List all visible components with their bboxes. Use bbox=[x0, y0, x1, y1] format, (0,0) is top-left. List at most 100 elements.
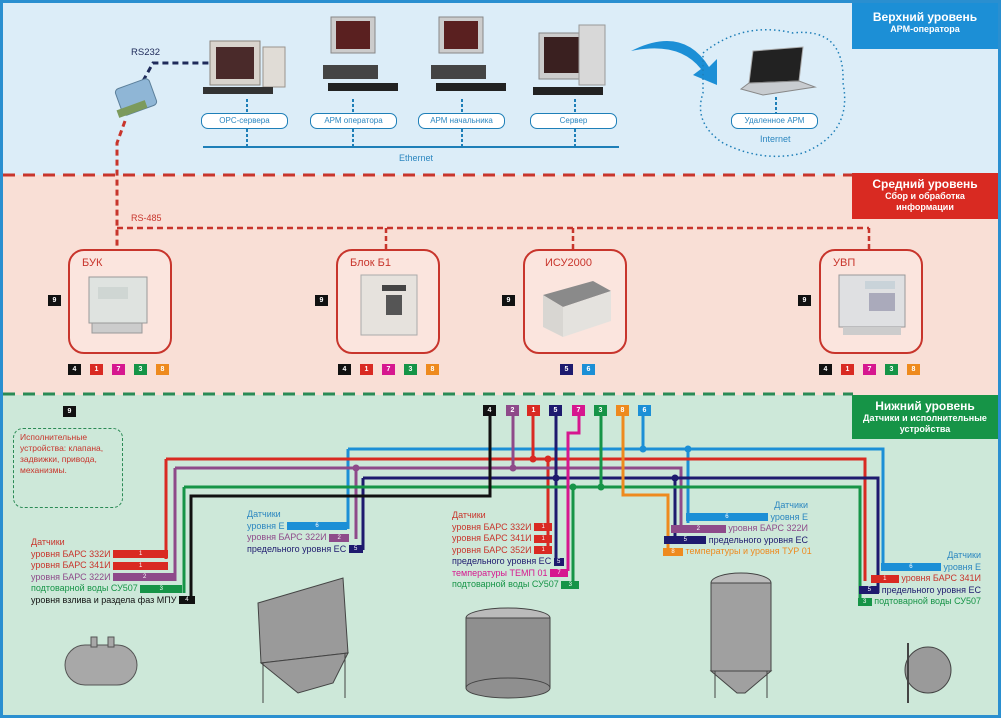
b1-input-badge: 9 bbox=[315, 295, 328, 306]
sensor-code-badge: 5 bbox=[859, 586, 880, 595]
sensor-row: уровня БАРС 322И 2 bbox=[247, 532, 363, 544]
internet-arrow-icon bbox=[631, 41, 717, 85]
bus-badge-5: 5 bbox=[549, 405, 562, 416]
sensor-group-2: Датчики уровня Е 6 уровня БАРС 322И 2 пр… bbox=[247, 509, 363, 555]
sensor-code-badge: 4 bbox=[178, 596, 195, 605]
sensor-row: 6 уровня Е bbox=[853, 562, 981, 574]
rs232-label: RS232 bbox=[131, 47, 161, 58]
sensor-row: 1 уровня БАРС 341И bbox=[853, 573, 981, 585]
device-isu2000-name: ИСУ2000 bbox=[545, 257, 592, 269]
wire-1 bbox=[164, 414, 867, 581]
wire-junctions bbox=[352, 445, 692, 491]
sensor-row: 2 уровня БАРС 322И bbox=[663, 523, 808, 535]
converter-icon bbox=[114, 78, 158, 118]
sensor-code-badge: 1 bbox=[534, 523, 553, 532]
sensor-code-badge: 6 bbox=[880, 563, 941, 572]
sensor-row: 6 уровня Е bbox=[663, 512, 808, 524]
sensor-code-badge: 3 bbox=[857, 597, 872, 606]
lower-level-title: Нижний уровень bbox=[875, 399, 975, 413]
wire-4 bbox=[189, 414, 492, 603]
wire-5 bbox=[361, 414, 880, 593]
sensor-group-title: Датчики bbox=[31, 537, 65, 547]
b1-output-badge: 3 bbox=[404, 364, 417, 375]
lower-level-subtitle: Датчики и исполнительные устройства bbox=[863, 413, 987, 434]
device-buk-name: БУК bbox=[82, 257, 103, 269]
buk-output-badge: 4 bbox=[68, 364, 81, 375]
sensor-row: температуры ТЕМП 01 7 bbox=[452, 568, 579, 580]
device-b1[interactable]: Блок Б1 bbox=[336, 249, 440, 354]
hopper-silo-icon bbox=[257, 577, 349, 703]
bus-badge-6: 6 bbox=[638, 405, 651, 416]
sensor-group-title: Датчики bbox=[947, 550, 981, 560]
b1-output-badge: 1 bbox=[360, 364, 373, 375]
wire-6 bbox=[346, 414, 885, 569]
device-buk[interactable]: БУК bbox=[68, 249, 172, 354]
sensor-group-title: Датчики bbox=[774, 500, 808, 510]
sensor-row: 5 предельного уровня ЕС bbox=[853, 585, 981, 597]
wire-2 bbox=[173, 414, 683, 581]
sensor-code-badge: 6 bbox=[287, 522, 348, 531]
isu2000-device-icon bbox=[543, 281, 611, 337]
uvp-output-badge: 1 bbox=[841, 364, 854, 375]
buk-output-badge: 1 bbox=[90, 364, 103, 375]
device-uvp-name: УВП bbox=[833, 257, 856, 269]
sensor-code-badge: 5 bbox=[553, 557, 564, 566]
bus-badge-1: 1 bbox=[527, 405, 540, 416]
diagram-drawing bbox=[3, 16, 952, 703]
rs485-label: RS-485 bbox=[131, 213, 162, 223]
sensor-row: 8 температуры и уровня ТУР 01 bbox=[663, 546, 812, 558]
sensor-code-badge: 3 bbox=[140, 584, 183, 593]
sensor-code-badge: 5 bbox=[664, 536, 707, 545]
sensor-row: уровня взлива и раздела фаз МПУ 4 bbox=[31, 595, 195, 607]
sensor-code-badge: 7 bbox=[550, 569, 568, 578]
sensor-group-5: Датчики 6 уровня Е 1 уровня БАРС 341И 5 … bbox=[853, 550, 981, 608]
sensor-code-badge: 1 bbox=[870, 574, 899, 583]
sensor-group-1: Датчики уровня БАРС 332И 1 уровня БАРС 3… bbox=[31, 537, 195, 606]
sensor-group-title: Датчики bbox=[452, 510, 486, 520]
device-b1-name: Блок Б1 bbox=[350, 257, 391, 269]
upper-level-tag: Верхний уровень АРМ-оператора bbox=[852, 3, 998, 49]
wire-7 bbox=[566, 414, 581, 571]
device-uvp[interactable]: УВП bbox=[819, 249, 923, 354]
isu2000-output-badge: 5 bbox=[560, 364, 573, 375]
sensor-row: уровня БАРС 332И 1 bbox=[452, 522, 579, 534]
computer-icon-operator bbox=[323, 16, 398, 91]
sensor-row: уровня БАРС 341И 1 bbox=[31, 560, 195, 572]
buk-input-badge: 9 bbox=[48, 295, 61, 306]
device-isu2000[interactable]: ИСУ2000 bbox=[523, 249, 627, 354]
sensor-group-3: Датчики уровня БАРС 332И 1 уровня БАРС 3… bbox=[452, 510, 580, 591]
diagram-frame: Верхний уровень АРМ-оператора Средний ур… bbox=[3, 3, 998, 715]
buk-output-badge: 3 bbox=[134, 364, 147, 375]
sensor-code-badge: 5 bbox=[348, 545, 363, 554]
sensor-code-badge: 2 bbox=[670, 524, 726, 533]
wire-8 bbox=[621, 414, 670, 551]
isu2000-output-badge: 6 bbox=[582, 364, 595, 375]
sensor-code-badge: 2 bbox=[113, 573, 177, 582]
ethernet-label: Ethernet bbox=[399, 153, 434, 163]
laptop-icon bbox=[739, 46, 817, 96]
b1-device-icon bbox=[360, 274, 418, 336]
sensor-code-badge: 1 bbox=[534, 546, 553, 555]
wire-3 bbox=[182, 414, 862, 604]
sensor-row: 5 предельного уровня ЕС bbox=[663, 535, 808, 547]
buk-output-badge: 7 bbox=[112, 364, 125, 375]
actuators-note: Исполнительные устройства: клапана, задв… bbox=[13, 428, 123, 508]
bus-badge-4: 4 bbox=[483, 405, 496, 416]
sensor-row: предельного уровня ЕС 5 bbox=[452, 556, 579, 568]
uvp-input-badge: 9 bbox=[798, 295, 811, 306]
horizontal-tank-icon bbox=[64, 636, 138, 686]
sensor-row: подтоварной воды СУ507 3 bbox=[31, 583, 195, 595]
computer-icon-opc bbox=[203, 40, 286, 94]
sensor-row: подтоварной воды СУ507 3 bbox=[452, 579, 580, 591]
spherical-tank-icon bbox=[904, 643, 952, 703]
middle-level-title: Средний уровень bbox=[872, 177, 978, 191]
station-operator-label: АРМ оператора bbox=[310, 113, 397, 129]
sensor-row: уровня БАРС 322И 2 bbox=[31, 572, 195, 584]
b1-output-badge: 4 bbox=[338, 364, 351, 375]
open-cylinder-tank-icon bbox=[465, 607, 551, 699]
upper-level-subtitle: АРМ-оператора bbox=[890, 24, 960, 34]
isu2000-input-badge: 9 bbox=[502, 295, 515, 306]
uvp-output-badge: 3 bbox=[885, 364, 898, 375]
buk-output-badge: 8 bbox=[156, 364, 169, 375]
sensor-code-badge: 6 bbox=[685, 513, 768, 522]
